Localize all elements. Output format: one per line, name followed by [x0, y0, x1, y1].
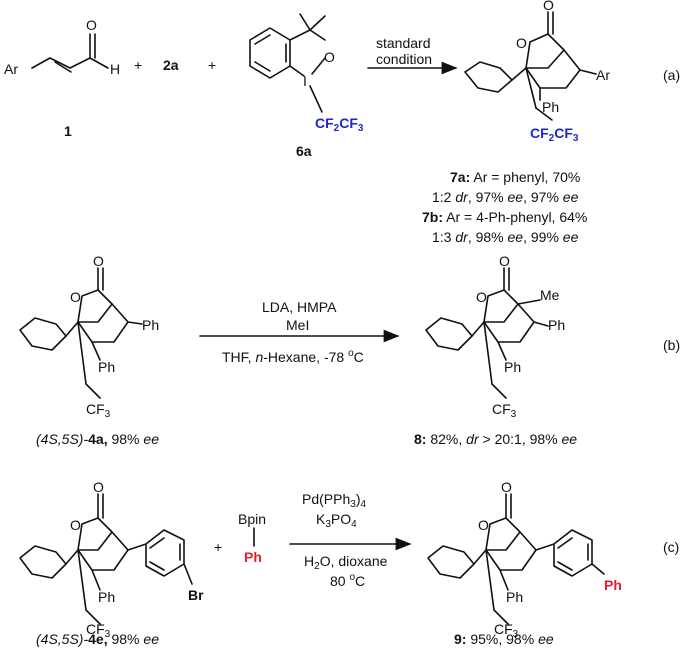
reagent-6a-o: O [324, 49, 335, 65]
reactant-1-h: H [110, 61, 120, 77]
condition-a-line2: condition [376, 51, 432, 67]
plus-sign: + [214, 539, 222, 555]
boronate-structure: Bpin Ph [238, 511, 266, 565]
product-9-label: 9: 95%, 98% ee [454, 631, 554, 647]
reactant-4a-label: (4S,5S)-4a, 98% ee [36, 431, 159, 447]
reagent-6a-cf2cf3: CF2CF3 [315, 115, 364, 134]
product-7-ph: Ph [542, 99, 559, 115]
reactant-1-ar: Ar [4, 61, 18, 77]
product-8-cf3: CF3 [492, 401, 517, 420]
reactant-4a-structure: O O Ph Ph CF3 [19, 253, 159, 420]
product-9-structure: O O Ph Ph CF3 [427, 479, 622, 640]
reactant-4e-label: (4S,5S)-4e, 98% ee [36, 631, 159, 647]
reagent-2a-label: 2a [163, 57, 179, 73]
reactant-4a-cf3: CF3 [86, 401, 111, 420]
reactant-1-o: O [86, 17, 97, 33]
reagent-6a-number: 6a [296, 143, 312, 159]
reactant-1-number: 1 [64, 123, 72, 139]
product-7-structure: O O Ar Ph CF2CF3 [464, 0, 610, 144]
product-9-cf3: CF3 [494, 621, 519, 640]
scheme-a-label: (a) [663, 67, 680, 83]
plus-sign: + [208, 57, 216, 73]
reactant-4e-ph: Ph [98, 589, 115, 605]
reactant-4a-ph1: Ph [142, 317, 159, 333]
reactant-4a-ph2: Ph [98, 359, 115, 375]
product-7-o-carbonyl: O [543, 0, 554, 13]
reagent-6a-structure: O I CF2CF3 6a [249, 13, 364, 159]
scheme-b-label: (b) [663, 337, 680, 353]
reactant-4e-o-ring: O [70, 517, 81, 533]
condition-c-line4: 80 oC [330, 572, 365, 589]
product-8-ph1: Ph [548, 317, 565, 333]
product-8-structure: O O Me Ph Ph CF3 [425, 253, 565, 420]
boronate-ph: Ph [244, 549, 262, 565]
reactant-4a-o-carbonyl: O [93, 253, 104, 269]
plus-sign: + [134, 57, 142, 73]
result-7b-selectivity: 1:3 dr, 98% ee, 99% ee [432, 229, 579, 245]
scheme-a: Ar O H 1 + 2a + O I CF2CF3 6a standard c… [4, 0, 680, 245]
scheme-c-label: (c) [663, 539, 679, 555]
result-7b: 7b: Ar = 4-Ph-phenyl, 64% [422, 209, 587, 225]
product-9-ph: Ph [506, 589, 523, 605]
product-8-o-ring: O [476, 289, 487, 305]
condition-a-line1: standard [376, 35, 430, 51]
product-7-ar: Ar [596, 67, 610, 83]
product-9-o-carbonyl: O [501, 479, 512, 495]
result-7a-selectivity: 1:2 dr, 97% ee, 97% ee [432, 189, 579, 205]
product-9-o-ring: O [478, 517, 489, 533]
condition-c-line3: H2O, dioxane [304, 553, 388, 572]
product-8-me: Me [540, 287, 560, 303]
reactant-4e-cf3: CF3 [86, 621, 111, 640]
reactant-4e-o-carbonyl: O [93, 479, 104, 495]
reactant-4e-structure: O O Ph Br CF3 [19, 479, 204, 640]
product-8-label: 8: 82%, dr > 20:1, 98% ee [414, 431, 577, 447]
product-7-o-ring: O [516, 35, 527, 51]
result-7a: 7a: Ar = phenyl, 70% [450, 169, 580, 185]
reactant-4a-o-ring: O [70, 289, 81, 305]
condition-b-line2: MeI [286, 317, 309, 333]
condition-c-line2: K3PO4 [316, 511, 357, 530]
product-7-cf2cf3: CF2CF3 [530, 125, 579, 144]
condition-b-line1: LDA, HMPA [262, 299, 337, 315]
scheme-c: O O Ph Br CF3 (4S,5S)-4e, 98% ee + Bpin … [19, 479, 679, 647]
condition-b-line3: THF, n-Hexane, -78 oC [222, 348, 364, 365]
product-9-ph-red: Ph [604, 577, 622, 593]
reactant-1-structure: Ar O H 1 [4, 17, 120, 139]
boronate-bpin: Bpin [238, 511, 266, 527]
product-8-o-carbonyl: O [499, 253, 510, 269]
condition-c-line1: Pd(PPh3)4 [302, 491, 366, 510]
scheme-b: O O Ph Ph CF3 (4S,5S)-4a, 98% ee LDA, HM… [19, 253, 680, 447]
product-8-ph2: Ph [504, 359, 521, 375]
reagent-6a-i: I [303, 73, 307, 89]
reactant-4e-br: Br [188, 587, 204, 603]
